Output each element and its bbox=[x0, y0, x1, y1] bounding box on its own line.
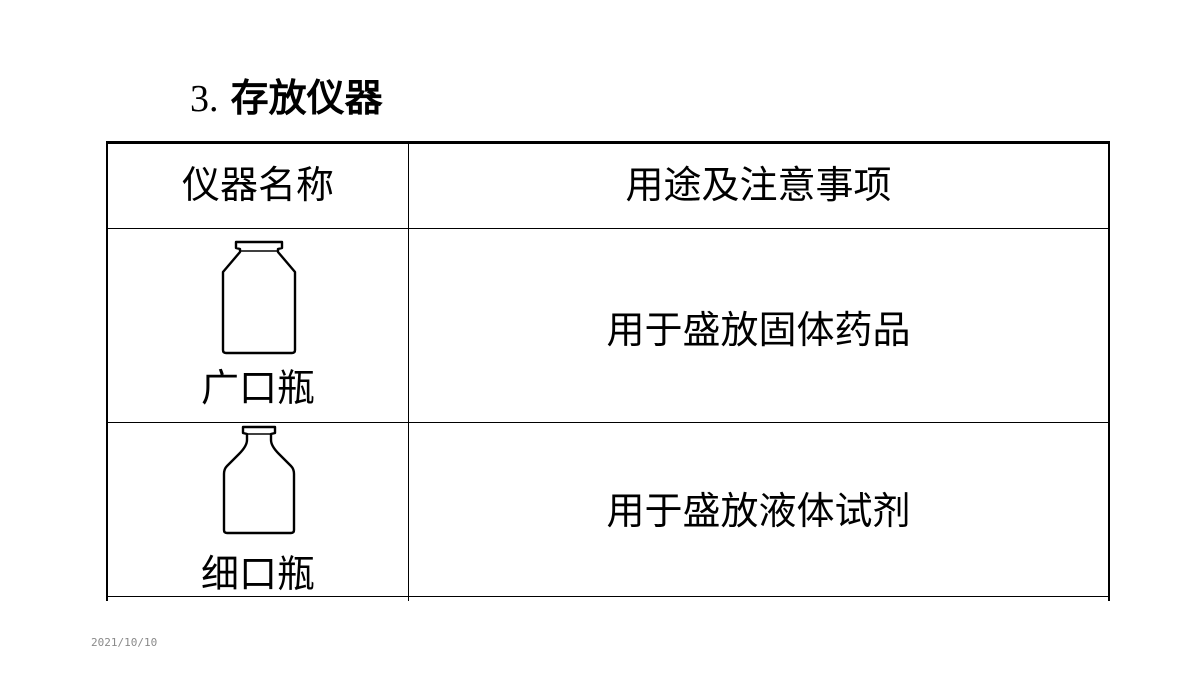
section-title: 存放仪器 bbox=[230, 76, 383, 120]
instrument-usage: 用于盛放固体药品 bbox=[606, 308, 911, 352]
instrument-name: 广口瓶 bbox=[200, 366, 315, 410]
instrument-name: 细口瓶 bbox=[200, 552, 315, 596]
table-border-left bbox=[106, 141, 108, 601]
section-heading: 3. 存放仪器 bbox=[190, 72, 383, 125]
table-row-divider bbox=[106, 596, 1110, 597]
header-instrument-name: 仪器名称 bbox=[181, 163, 334, 207]
narrow-mouth-bottle-icon bbox=[222, 425, 296, 535]
table-border-top bbox=[106, 141, 1110, 144]
wide-mouth-bottle-icon bbox=[221, 240, 297, 355]
section-number: 3. bbox=[190, 78, 219, 120]
slide-date: 2021/10/10 bbox=[91, 636, 158, 649]
table-column-divider bbox=[408, 141, 409, 601]
instrument-table: 仪器名称 用途及注意事项 广口瓶 用于盛放固体药品 细口瓶 用于盛放液体试剂 bbox=[106, 141, 1110, 601]
table-row-divider bbox=[106, 228, 1110, 229]
table-row-divider bbox=[106, 422, 1110, 423]
header-usage-notes: 用途及注意事项 bbox=[625, 163, 892, 207]
table-border-right bbox=[1108, 141, 1110, 601]
instrument-usage: 用于盛放液体试剂 bbox=[606, 489, 911, 533]
